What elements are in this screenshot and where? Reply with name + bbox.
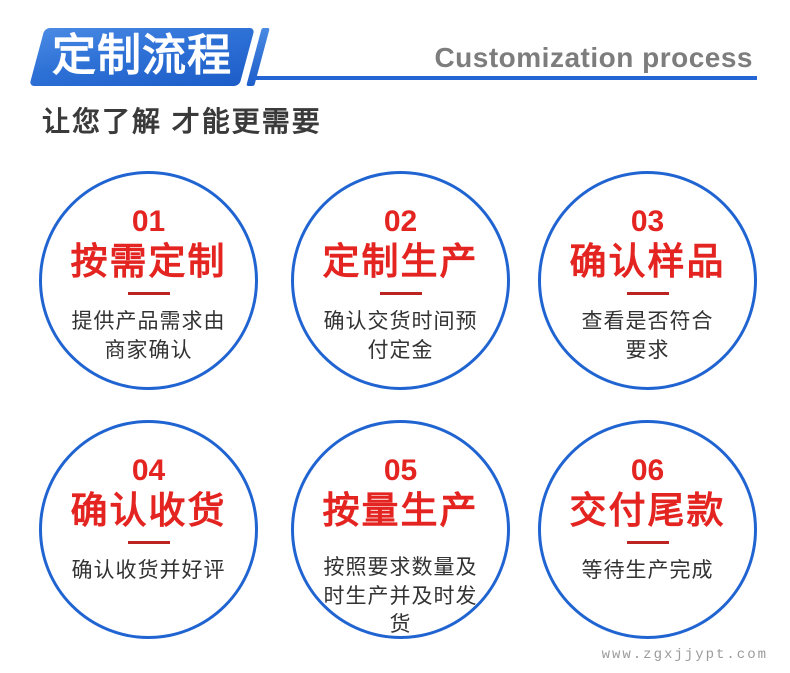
step-underline	[127, 540, 170, 544]
watermark-url: www.zgxjjypt.com	[601, 647, 768, 663]
step-title: 按需定制	[70, 241, 227, 282]
step-number: 02	[383, 205, 418, 238]
step-underline	[127, 291, 170, 295]
step-description: 提供产品需求由 商家确认	[71, 309, 226, 362]
step-description: 查看是否符合 要求	[581, 309, 714, 362]
step-description: 确认收货并好评	[71, 558, 226, 582]
step-circle-2: 02 定制生产 确认交货时间预 付定金	[291, 171, 510, 390]
step-number: 03	[630, 205, 665, 238]
page-title: 定制流程	[52, 31, 232, 80]
step-title: 确认收货	[70, 490, 227, 531]
step-title: 定制生产	[322, 241, 479, 282]
step-underline	[626, 291, 669, 295]
step-description: 等待生产完成	[581, 558, 714, 582]
tagline: 让您了解 才能更需要	[42, 106, 322, 137]
step-title: 按量生产	[322, 490, 479, 531]
step-circle-6: 06 交付尾款 等待生产完成	[538, 420, 757, 639]
step-title: 确认样品	[569, 241, 726, 282]
step-underline	[626, 540, 669, 544]
step-circle-1: 01 按需定制 提供产品需求由 商家确认	[39, 171, 258, 390]
page-title-english: Customization process	[434, 42, 753, 73]
step-circle-3: 03 确认样品 查看是否符合 要求	[538, 171, 757, 390]
step-title: 交付尾款	[569, 490, 726, 531]
step-description: 确认交货时间预 付定金	[323, 309, 478, 362]
step-underline	[379, 291, 422, 295]
step-number: 05	[383, 454, 418, 487]
step-number: 06	[630, 454, 665, 487]
step-circle-5: 05 按量生产 按照要求数量及 时生产并及时发 货	[291, 420, 510, 639]
step-description: 按照要求数量及 时生产并及时发 货	[323, 555, 478, 637]
step-number: 04	[131, 454, 166, 487]
step-circle-4: 04 确认收货 确认收货并好评	[39, 420, 258, 639]
header-divider-line	[253, 76, 757, 80]
step-number: 01	[131, 205, 166, 238]
